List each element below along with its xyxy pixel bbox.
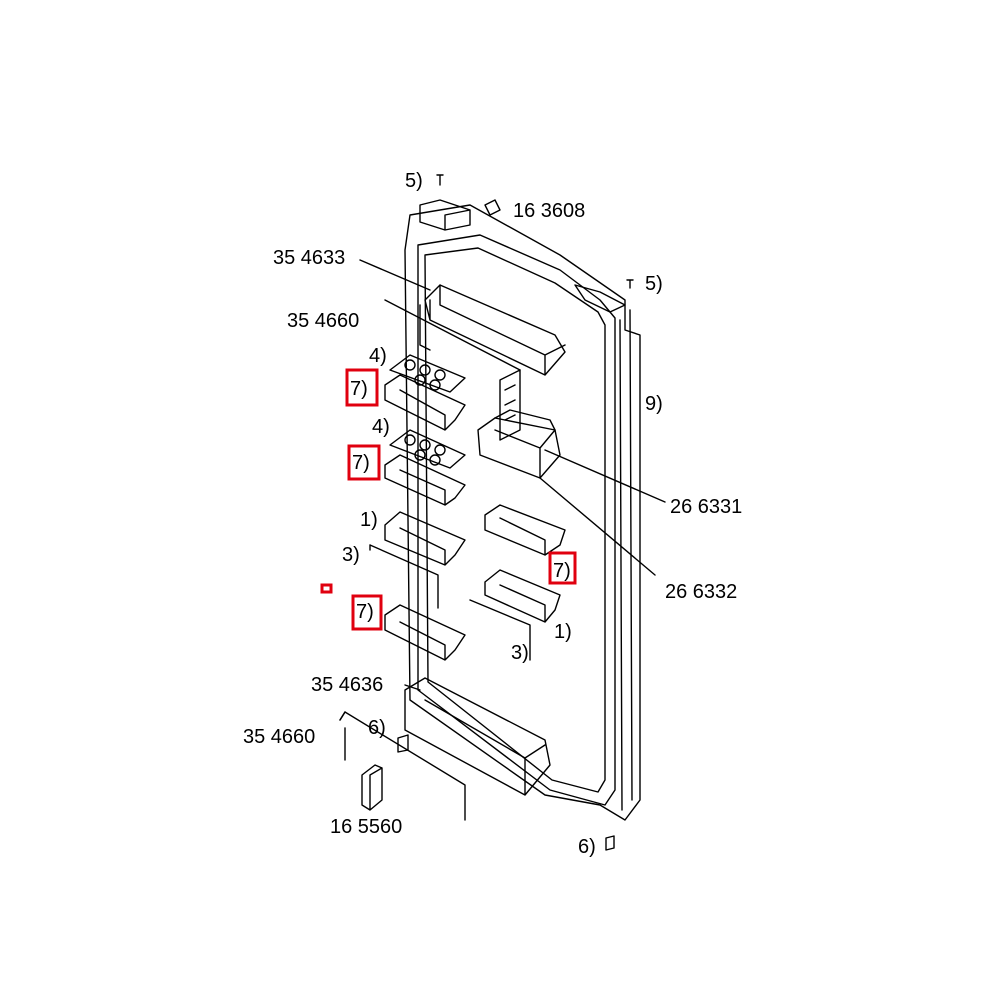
- left-shelf-1: [384, 511, 466, 566]
- egg-cup: [429, 379, 441, 391]
- bottle-shelf: [404, 677, 551, 796]
- egg-cup: [404, 359, 416, 371]
- label-6-bottom: 6): [578, 836, 596, 858]
- egg-cup: [404, 434, 416, 446]
- egg-cup: [414, 449, 426, 461]
- label-7-right: 7): [553, 560, 571, 582]
- label-163608: 16 3608: [513, 200, 585, 222]
- screw-top: [436, 174, 444, 186]
- leader-266331: [544, 449, 666, 503]
- plug-left: [397, 734, 409, 753]
- top-shelf: [424, 284, 566, 376]
- clip-top: [484, 199, 501, 216]
- label-165560: 16 5560: [330, 816, 402, 838]
- line-drawing: [339, 174, 666, 851]
- right-shelf-lower: [484, 569, 561, 623]
- leader-354636: [404, 684, 421, 691]
- highlights: [320, 368, 577, 631]
- egg-cup: [429, 454, 441, 466]
- label-4-lower: 4): [372, 416, 390, 438]
- label-354660-bottom: 35 4660: [243, 726, 315, 748]
- screw-right: [626, 279, 634, 289]
- left-shelf-lower: [384, 604, 466, 661]
- top-right-hinge: [574, 284, 626, 313]
- small-shelf-1: [384, 374, 466, 431]
- bottom-divider: [339, 711, 466, 821]
- leader-354660-top: [384, 299, 521, 371]
- label-7-lower: 7): [356, 601, 374, 623]
- center-bracket: [499, 369, 521, 441]
- label-1-right: 1): [554, 621, 572, 643]
- label-1-left: 1): [360, 509, 378, 531]
- egg-cup: [419, 439, 431, 451]
- leader-266332: [539, 477, 656, 576]
- plug-bottom: [605, 835, 615, 851]
- highlight-box-7-upper: [345, 368, 379, 407]
- label-7-upper: 7): [350, 378, 368, 400]
- top-hinge-block: [419, 199, 471, 231]
- label-3-left: 3): [342, 544, 360, 566]
- highlight-box-7-mid: [347, 444, 381, 481]
- label-7-mid: 7): [352, 452, 370, 474]
- leader-bottom-divider: [339, 711, 346, 721]
- highlight-box-7-lower: [351, 594, 383, 631]
- dairy-compartment-lid: [494, 409, 556, 431]
- door-frame-outer: [404, 204, 641, 821]
- divider-right: [469, 599, 531, 661]
- divider-left: [369, 544, 439, 609]
- label-354636: 35 4636: [311, 674, 383, 696]
- highlight-box-7-right: [548, 551, 577, 585]
- label-354633: 35 4633: [273, 247, 345, 269]
- label-354660-top: 35 4660: [287, 310, 359, 332]
- label-266331: 26 6331: [670, 496, 742, 518]
- door-frame-seal-3: [619, 309, 633, 811]
- egg-cup: [419, 364, 431, 376]
- label-5-top: 5): [405, 170, 423, 192]
- label-266332: 26 6332: [665, 581, 737, 603]
- hinge-part: [361, 764, 383, 811]
- labels: 5) 16 3608 5) 35 4633 35 4660 4) 7) 9) 4…: [243, 170, 742, 858]
- right-shelf-upper: [484, 504, 566, 556]
- label-4-upper: 4): [369, 345, 387, 367]
- egg-cup: [434, 369, 446, 381]
- label-6-left: 6): [368, 717, 386, 739]
- leader-354633: [359, 259, 431, 291]
- door-frame-seal-2: [424, 247, 606, 793]
- dairy-compartment: [477, 417, 561, 479]
- label-9: 9): [645, 393, 663, 415]
- small-shelf-2: [384, 454, 466, 506]
- egg-cup: [434, 444, 446, 456]
- label-5-right: 5): [645, 273, 663, 295]
- label-3-right: 3): [511, 642, 529, 664]
- highlight-marker-small: [320, 583, 333, 594]
- door-frame-seal: [417, 234, 616, 806]
